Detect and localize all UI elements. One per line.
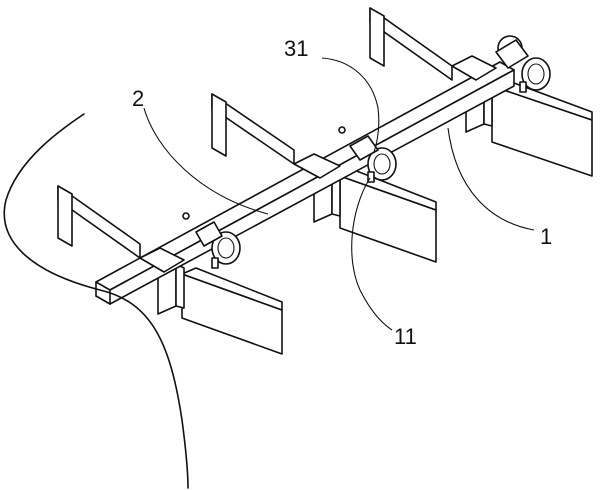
cross-bar-right xyxy=(369,7,593,177)
main-beam xyxy=(95,55,515,305)
leader-1 xyxy=(447,127,535,231)
hinge-ring-right xyxy=(495,35,551,93)
label-1: 1 xyxy=(540,224,552,249)
label-31: 31 xyxy=(284,36,308,61)
leader-2 xyxy=(143,107,269,215)
label-2: 2 xyxy=(132,86,144,111)
hinge-ring-middle xyxy=(338,126,397,183)
hinge-ring-left xyxy=(182,212,241,269)
label-11: 11 xyxy=(394,324,417,349)
leader-11 xyxy=(351,177,393,331)
leader-31 xyxy=(321,57,380,153)
break-line xyxy=(3,113,189,489)
cross-bar-middle xyxy=(211,93,437,263)
cross-bar-left xyxy=(57,185,283,355)
